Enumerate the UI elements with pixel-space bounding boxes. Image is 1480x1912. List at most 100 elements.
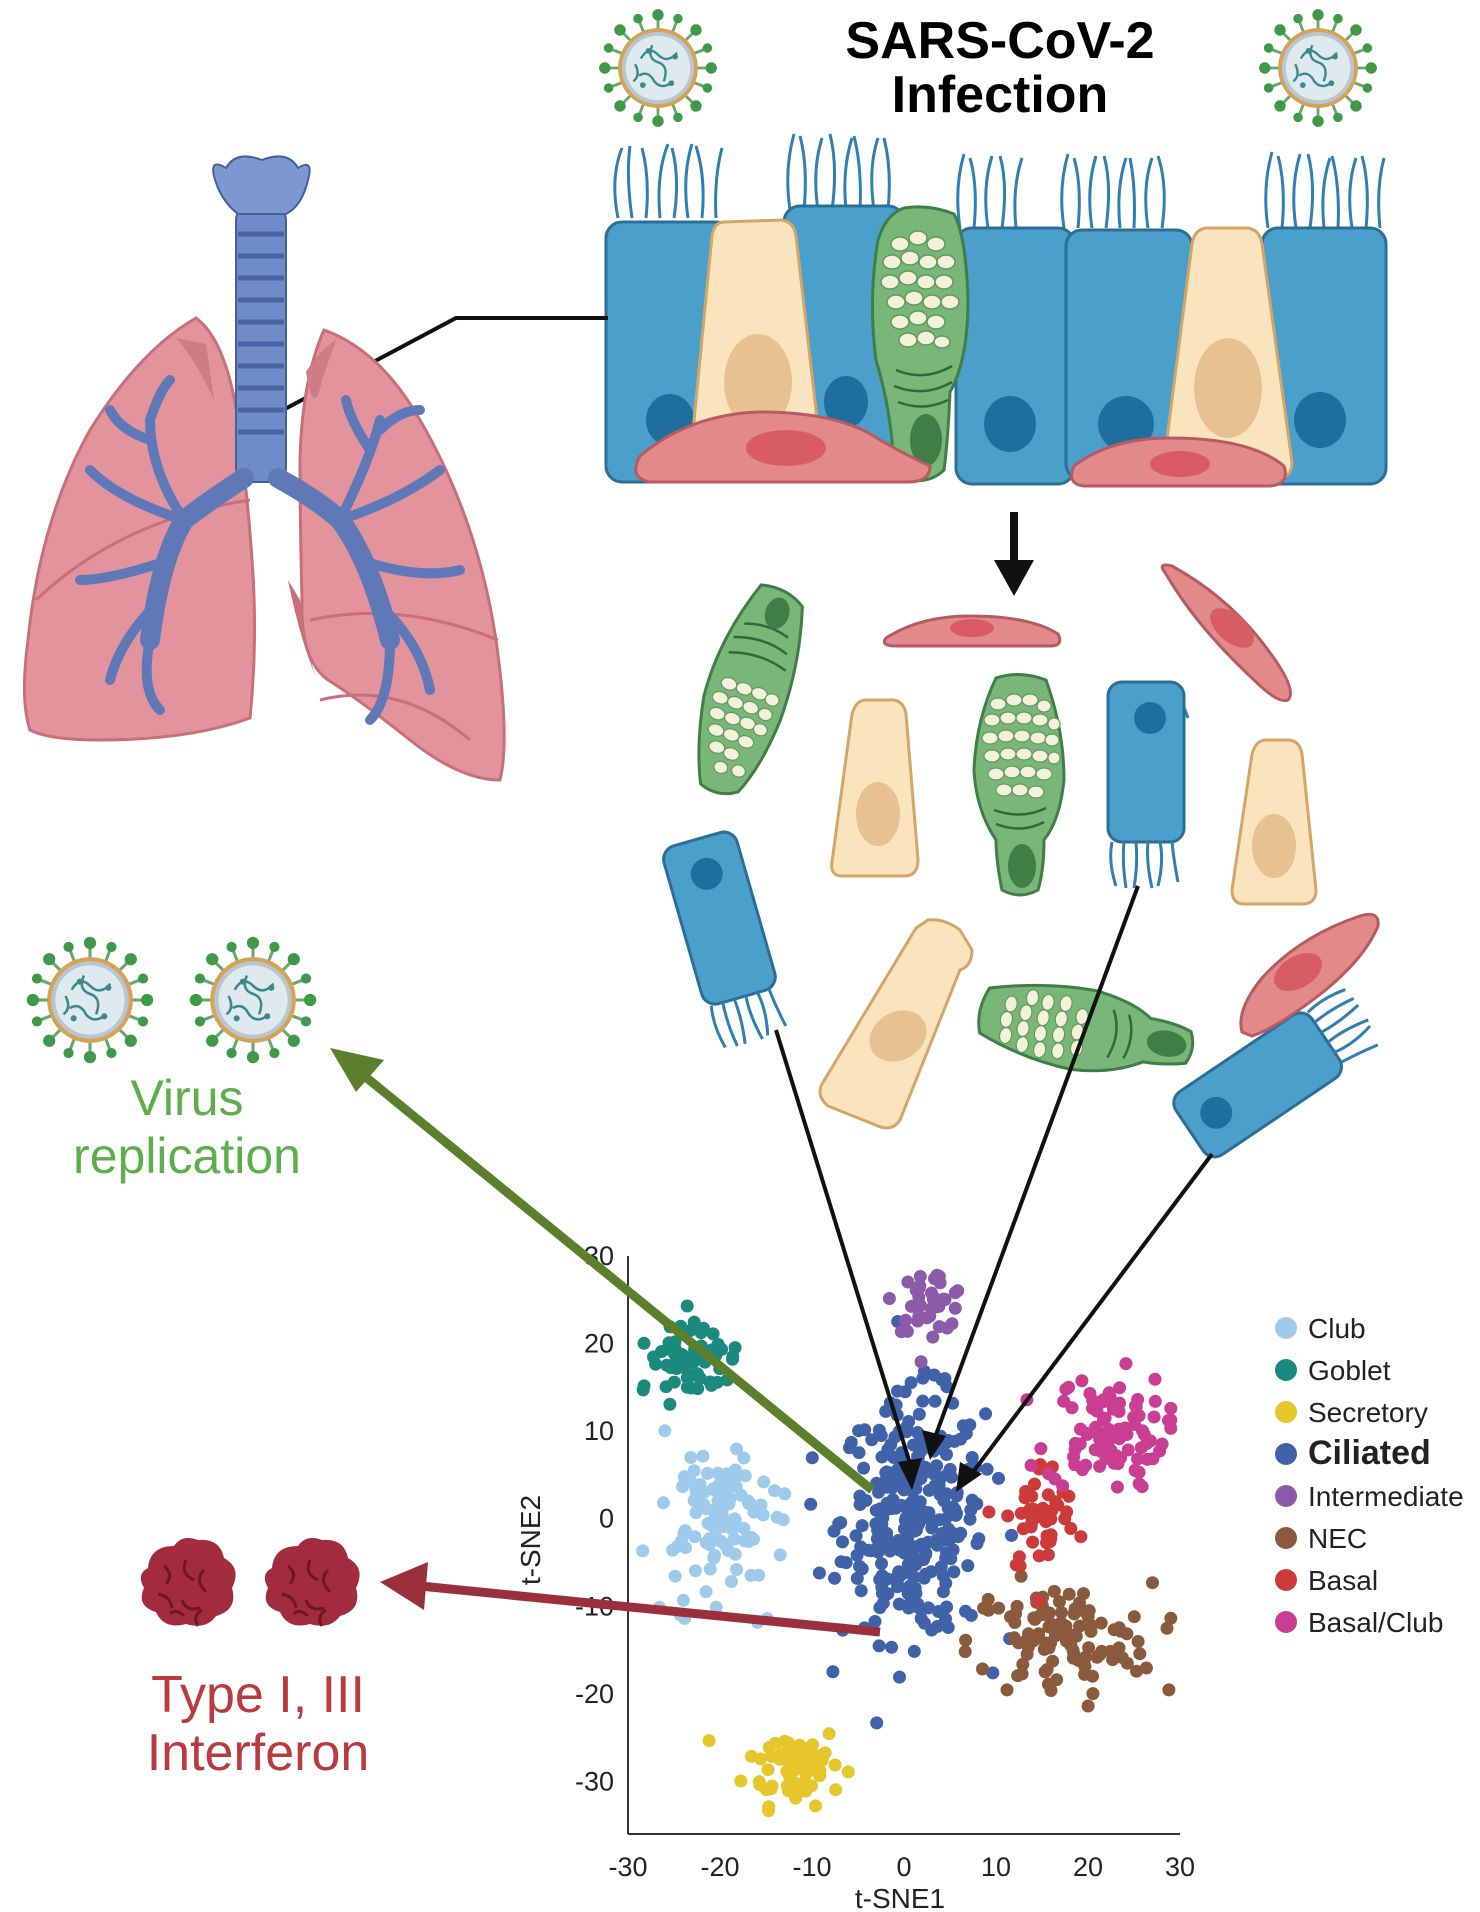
title-line1: SARS-CoV-2 (845, 12, 1154, 70)
larynx (212, 155, 311, 215)
data-point (699, 1536, 713, 1549)
right-lung (298, 328, 506, 782)
data-point (1056, 1479, 1070, 1493)
data-point (1060, 1634, 1073, 1648)
data-point (761, 1763, 775, 1777)
data-point (1075, 1374, 1089, 1388)
title-line2: Infection (892, 66, 1109, 124)
x-tick-label: -10 (792, 1852, 831, 1882)
data-point (691, 1367, 704, 1381)
data-point (980, 1462, 994, 1476)
data-point (970, 1497, 984, 1511)
bronchi (75, 375, 465, 725)
data-point (707, 1551, 721, 1565)
data-point (1052, 1595, 1066, 1609)
data-point (711, 1466, 725, 1480)
data-point (1131, 1393, 1145, 1406)
data-point (1073, 1596, 1086, 1610)
legend-label: Basal/Club (1308, 1607, 1443, 1638)
legend-swatch (1275, 1485, 1297, 1507)
scatter-points (636, 1268, 1178, 1818)
data-point (637, 1336, 651, 1350)
data-point (882, 1292, 896, 1305)
data-point (1040, 1663, 1054, 1677)
data-point (1064, 1522, 1078, 1535)
data-point (734, 1488, 748, 1502)
legend-label: Club (1308, 1313, 1366, 1344)
y-tick-label: -30 (575, 1766, 614, 1796)
data-point (1055, 1606, 1068, 1619)
data-point (885, 1640, 899, 1654)
data-point (691, 1382, 705, 1396)
data-point (959, 1633, 973, 1647)
interferon-arrow (380, 1562, 881, 1637)
data-point (925, 1521, 939, 1535)
legend-item-goblet: Goblet (1275, 1355, 1391, 1386)
data-point (891, 1384, 904, 1398)
data-point (911, 1314, 925, 1328)
data-point (839, 1556, 853, 1570)
data-point (636, 1544, 650, 1558)
data-point (659, 1380, 673, 1394)
legend-item-nec: NEC (1275, 1523, 1367, 1554)
data-point (961, 1559, 975, 1573)
data-point (1028, 1477, 1041, 1491)
data-point (1090, 1650, 1104, 1664)
legend-item-intermediate: Intermediate (1275, 1481, 1464, 1512)
ciliated-cell (662, 830, 788, 1049)
cluster-secretory (702, 1727, 855, 1818)
data-point (1094, 1616, 1108, 1630)
legend-item-ciliated: Ciliated (1275, 1434, 1431, 1472)
cluster-basal (982, 1458, 1088, 1608)
cilia-icon (613, 133, 1386, 229)
data-point (1120, 1428, 1134, 1441)
y-tick-label: 0 (599, 1504, 614, 1534)
data-point (841, 1765, 855, 1779)
data-point (1073, 1619, 1086, 1633)
legend-item-club: Club (1275, 1313, 1366, 1344)
data-point (892, 1565, 906, 1579)
data-point (911, 1426, 924, 1439)
data-point (676, 1593, 690, 1607)
data-point (1028, 1612, 1042, 1626)
data-point (756, 1508, 770, 1522)
data-point (1013, 1559, 1027, 1573)
data-point (730, 1442, 744, 1456)
data-point (656, 1496, 670, 1510)
data-point (1086, 1687, 1100, 1701)
data-point (914, 1472, 928, 1485)
data-point (1039, 1515, 1053, 1529)
interferon-icon (263, 1536, 362, 1628)
data-point (677, 1470, 691, 1484)
data-point (1146, 1576, 1159, 1590)
data-point (706, 1327, 720, 1341)
data-point (904, 1376, 918, 1390)
data-point (901, 1523, 915, 1537)
data-point (1008, 1616, 1022, 1629)
data-point (1110, 1480, 1124, 1494)
data-point (680, 1371, 694, 1385)
data-point (804, 1497, 818, 1511)
data-point (976, 1662, 989, 1676)
virus-replication-line1: Virus (130, 1070, 243, 1126)
goblet-cell (972, 673, 1066, 897)
x-tick-label: 20 (1073, 1852, 1103, 1882)
data-point (1014, 1506, 1028, 1520)
data-point (1041, 1548, 1055, 1562)
data-point (1132, 1477, 1146, 1491)
data-point (884, 1438, 898, 1452)
data-point (709, 1600, 723, 1614)
data-point (982, 1505, 996, 1519)
data-point (959, 1604, 972, 1618)
data-point (688, 1564, 702, 1578)
data-point (879, 1404, 893, 1418)
legend-item-basal-club: Basal/Club (1275, 1607, 1443, 1638)
data-point (738, 1469, 752, 1483)
data-point (854, 1584, 868, 1598)
interferon-line1: Type I, III (151, 1666, 365, 1724)
data-point (1131, 1635, 1145, 1648)
data-point (907, 1644, 921, 1658)
data-point (928, 1394, 942, 1408)
data-point (1014, 1569, 1028, 1583)
